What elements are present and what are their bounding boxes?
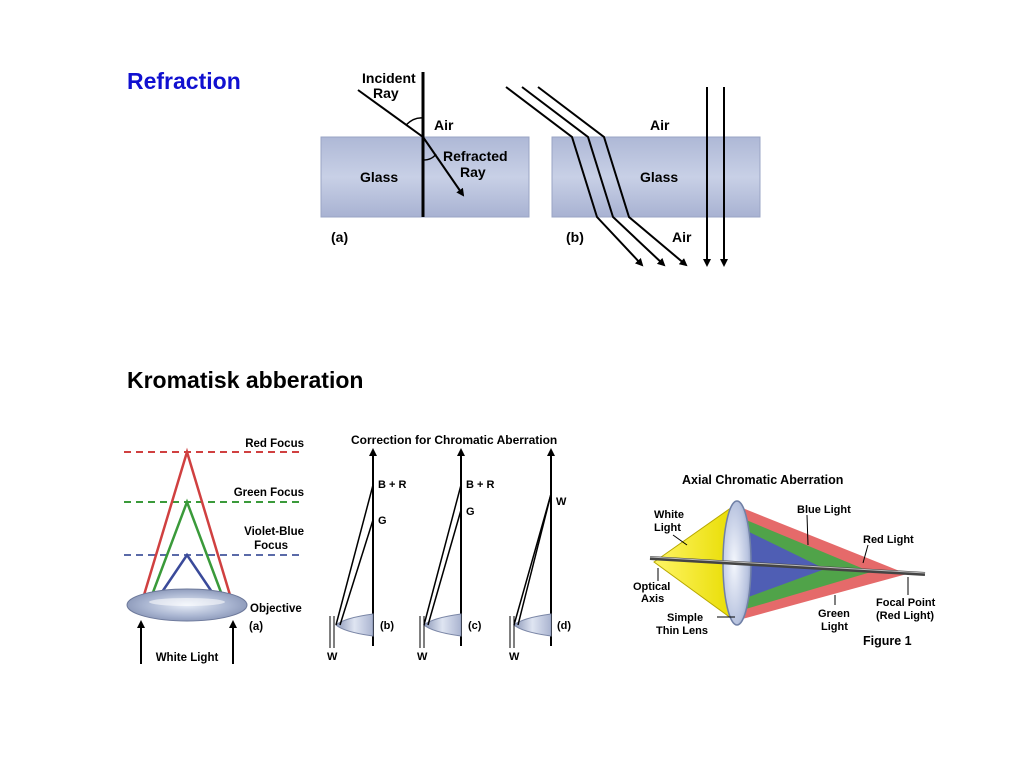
lens-highlight bbox=[149, 598, 225, 606]
ray-c-outer bbox=[423, 484, 462, 626]
white-light-label: White Light bbox=[156, 652, 219, 664]
w-label-d: W bbox=[509, 651, 520, 663]
glass-label-a: Glass bbox=[360, 169, 398, 185]
green-ray bbox=[150, 498, 224, 596]
oblique-ray bbox=[505, 86, 644, 267]
oblique-ray bbox=[521, 86, 666, 267]
incident-ray-label-line2: Ray bbox=[373, 85, 399, 101]
b-plus-r-label-c: B + R bbox=[466, 479, 494, 491]
refracted-ray bbox=[422, 136, 465, 197]
air-label-a: Air bbox=[434, 117, 454, 133]
white-light-label-line1: White bbox=[654, 509, 684, 521]
optical-axis-label-line2: Axis bbox=[641, 593, 664, 605]
glass-block-b bbox=[551, 136, 761, 218]
violet-blue-focus-label-line2: Focus bbox=[254, 540, 288, 552]
glass-label-b: Glass bbox=[640, 169, 678, 185]
air-label-b-top: Air bbox=[650, 117, 670, 133]
angle-arc-refracted bbox=[422, 153, 437, 161]
refracted-ray-label-line2: Ray bbox=[460, 164, 486, 180]
refraction-heading: Refraction bbox=[127, 68, 241, 94]
red-ray bbox=[142, 447, 232, 596]
simple-thin-lens-label-line2: Thin Lens bbox=[656, 625, 708, 637]
simple-thin-lens-label-line1: Simple bbox=[667, 612, 703, 624]
focal-point-label-line2: (Red Light) bbox=[876, 610, 934, 622]
correction-panel-c: B + R G W (c) bbox=[417, 448, 494, 663]
optical-axis-line bbox=[649, 556, 926, 576]
g-label-b: G bbox=[378, 515, 387, 527]
red-focus-label: Red Focus bbox=[245, 438, 304, 450]
oblique-rays-b bbox=[505, 86, 688, 267]
objective-label: Objective bbox=[250, 603, 302, 615]
focus-panel-label-a: (a) bbox=[249, 621, 263, 633]
panel-label-d-correction: (d) bbox=[557, 620, 571, 632]
ray-b-inner bbox=[339, 519, 374, 626]
incident-ray bbox=[357, 89, 424, 138]
chromatic-aberration-heading: Kromatisk abberation bbox=[127, 367, 364, 393]
axial-chromatic-aberration-diagram: Axial Chromatic Aberration White Light B… bbox=[633, 473, 936, 648]
b-plus-r-label-b: B + R bbox=[378, 479, 406, 491]
blue-light-label: Blue Light bbox=[797, 504, 851, 516]
optical-axis-label-line1: Optical bbox=[633, 581, 670, 593]
chromatic-focus-diagram: Red Focus Green Focus Violet-Blue Focus … bbox=[124, 438, 304, 664]
refraction-diagram: Incident Ray Air Glass Refracted Ray (a)… bbox=[320, 70, 761, 267]
focal-point-label-line1: Focal Point bbox=[876, 597, 936, 609]
angle-arc-incident bbox=[405, 117, 424, 126]
green-focus-label: Green Focus bbox=[234, 487, 304, 499]
correction-title: Correction for Chromatic Aberration bbox=[351, 433, 557, 447]
half-lens-b bbox=[335, 613, 374, 637]
correction-panel-b: B + R G W (b) bbox=[327, 448, 406, 663]
red-light-label: Red Light bbox=[863, 534, 914, 546]
white-light-leader bbox=[672, 534, 688, 546]
panel-label-b: (b) bbox=[566, 229, 584, 245]
ray-c-inner bbox=[427, 509, 462, 626]
air-label-b-bottom: Air bbox=[672, 229, 692, 245]
optical-axis-highlight bbox=[649, 556, 926, 574]
refracted-ray-label-line1: Refracted bbox=[443, 148, 508, 164]
green-light-label-line1: Green bbox=[818, 608, 850, 620]
green-light-label-line2: Light bbox=[821, 621, 848, 633]
red-light-leader bbox=[862, 544, 869, 564]
white-light-label-line2: Light bbox=[654, 522, 681, 534]
figure-label: Figure 1 bbox=[863, 634, 912, 648]
incident-ray-label-line1: Incident bbox=[362, 70, 416, 86]
ray-b-outer bbox=[335, 484, 374, 626]
chromatic-correction-diagram: Correction for Chromatic Aberration B + … bbox=[327, 433, 571, 663]
blue-ray bbox=[158, 552, 216, 596]
w-label-b: W bbox=[327, 651, 338, 663]
correction-panel-d: W W (d) bbox=[509, 448, 571, 663]
axial-title: Axial Chromatic Aberration bbox=[682, 473, 843, 487]
leader-lines bbox=[657, 514, 909, 618]
violet-blue-focus-label-line1: Violet-Blue bbox=[244, 526, 304, 538]
panel-label-a: (a) bbox=[331, 229, 348, 245]
blue-light-leader bbox=[806, 514, 809, 546]
w-label-c: W bbox=[417, 651, 428, 663]
g-label-c: G bbox=[466, 506, 475, 518]
w-label-d-top: W bbox=[556, 496, 567, 508]
panel-label-b-correction: (b) bbox=[380, 620, 394, 632]
oblique-ray bbox=[537, 86, 688, 267]
panel-label-c-correction: (c) bbox=[468, 620, 482, 632]
glass-block-a bbox=[320, 136, 530, 218]
ray-d-inner bbox=[517, 493, 552, 626]
